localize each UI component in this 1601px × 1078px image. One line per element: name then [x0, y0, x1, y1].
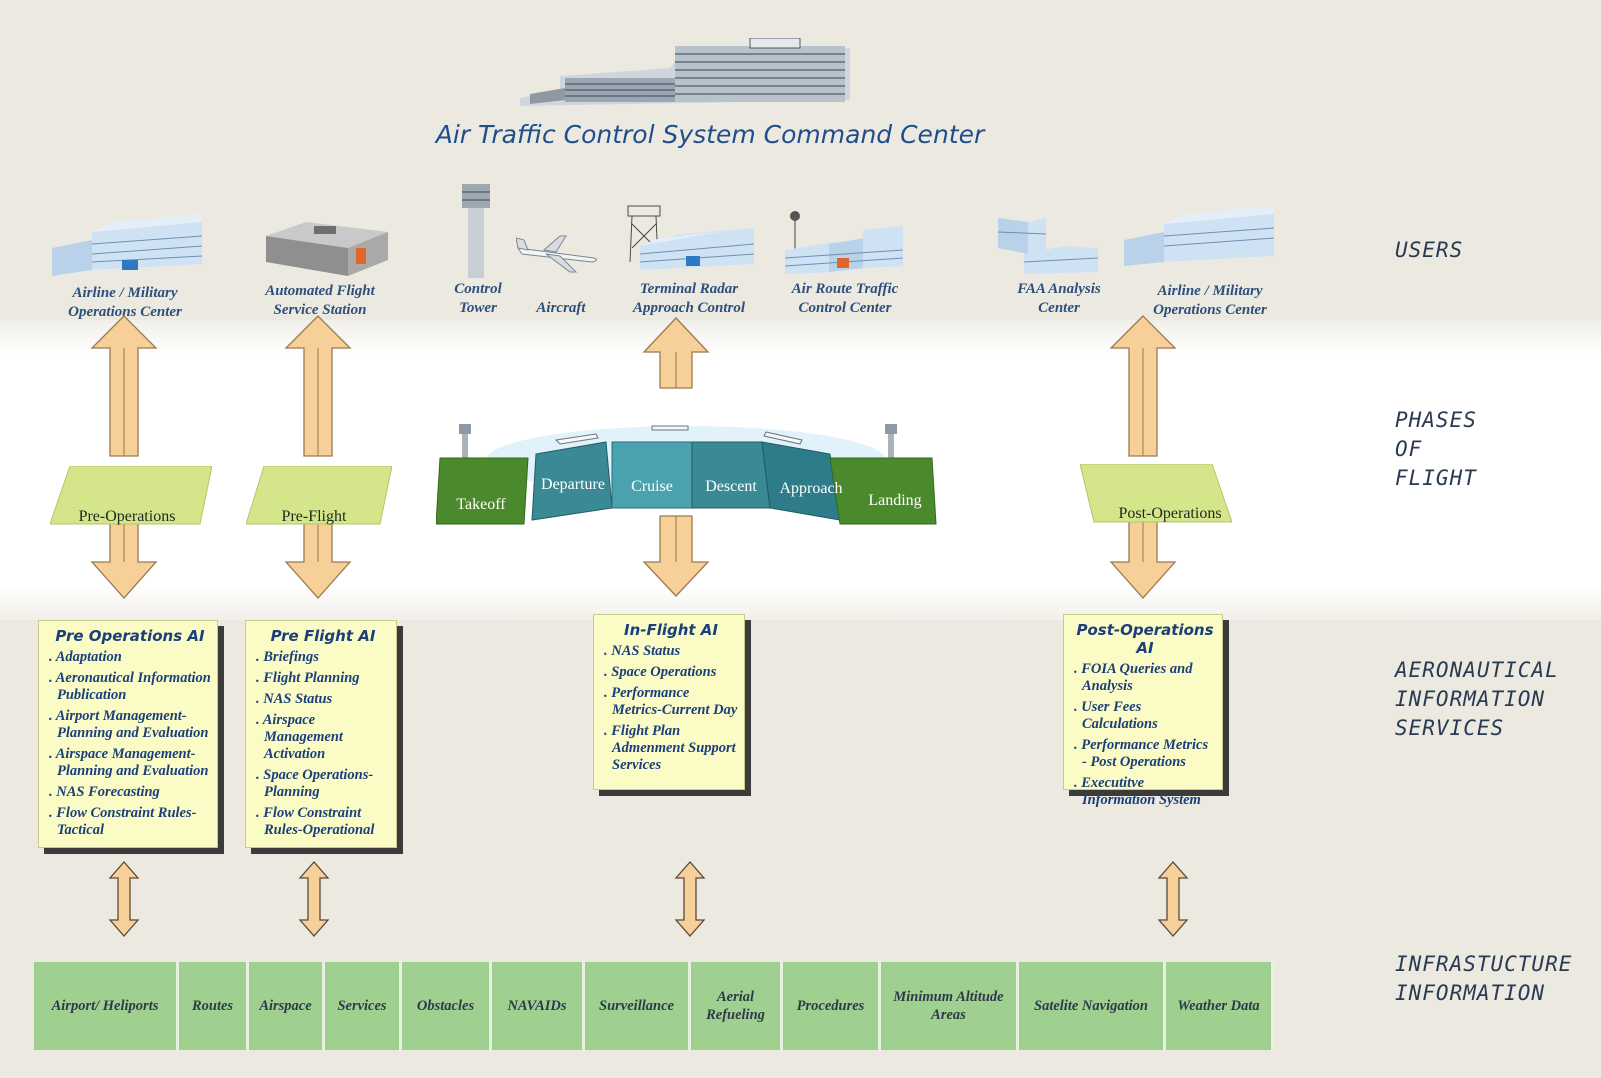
in-flight-down-arrow	[642, 515, 710, 597]
pre-operations-platform	[50, 466, 212, 525]
user-label-flight-service: Automated Flight Service Station	[265, 283, 375, 318]
post-ops-up-arrow	[1109, 315, 1177, 457]
aircraft-icon	[516, 235, 598, 273]
in-flight-ai-title: In-Flight AI	[623, 621, 718, 639]
phase-departure: Departure	[541, 476, 605, 493]
infra-cell: Routes	[179, 962, 249, 1050]
list-item: Performance Metrics - Post Operations	[1074, 737, 1216, 771]
infra-cell: Airspace	[249, 962, 325, 1050]
phase-approach: Approach	[779, 480, 843, 497]
post-operations-ai-list: FOIA Queries and Analysis User Fees Calc…	[1074, 661, 1216, 809]
list-item: Adaptation	[49, 649, 211, 666]
in-flight-infra-arrow	[674, 861, 706, 937]
list-item: NAS Status	[604, 643, 738, 660]
pre-flight-down-arrow	[284, 519, 352, 599]
faa-analysis-center-icon	[998, 218, 1099, 274]
post-operations-platform	[1080, 464, 1232, 523]
phase-landing: Landing	[868, 492, 922, 509]
phase-cruise: Cruise	[631, 478, 673, 495]
list-item: Performance Metrics-Current Day	[604, 685, 738, 719]
pre-flight-ai-title: Pre Flight AI	[270, 627, 376, 645]
tracon-up-arrow	[642, 317, 710, 389]
post-ops-infra-arrow	[1157, 861, 1189, 937]
list-item: NAS Forecasting	[49, 784, 211, 801]
list-item: Executitve Information System	[1074, 775, 1216, 809]
pre-flight-platform	[246, 466, 392, 525]
post-operations-ai-box: Post-Operations AI FOIA Queries and Anal…	[1063, 614, 1223, 808]
infra-cell: Procedures	[783, 962, 881, 1050]
user-label-tracon: Terminal Radar Approach Control	[632, 281, 746, 316]
post-operations-ai-title: Post-Operations AI	[1076, 621, 1214, 657]
in-flight-ai-list: NAS Status Space Operations Performance …	[604, 643, 738, 774]
infra-cell: Surveillance	[585, 962, 691, 1050]
user-label-airline-ops-1: Airline / Military Operations Center	[68, 285, 182, 320]
airline-ops-center-building-icon-2	[1124, 206, 1274, 266]
pre-ops-up-arrow	[90, 315, 158, 457]
pre-flight-ai-box: Pre Flight AI Briefings Flight Planning …	[245, 620, 397, 848]
pre-flight-label: Pre-Flight	[281, 508, 347, 525]
list-item: Flow Constraint Rules-Tactical	[49, 805, 211, 839]
pre-operations-ai-title: Pre Operations AI	[55, 627, 205, 645]
airline-ops-center-building-icon	[52, 214, 202, 276]
command-center-building-icon	[520, 38, 850, 106]
list-item: Flight Planning	[256, 670, 390, 687]
infra-cell: Minimum Altitude Areas	[881, 962, 1019, 1050]
phases-section-label: PHASES OF FLIGHT	[1395, 408, 1477, 490]
control-tower-icon	[462, 184, 490, 278]
flight-phases-strip	[436, 424, 937, 525]
pre-operations-label: Pre-Operations	[78, 508, 176, 525]
user-label-artcc: Air Route Traffic Control Center	[791, 281, 899, 316]
phase-takeoff: Takeoff	[456, 496, 506, 513]
pre-flight-up-arrow	[284, 315, 352, 457]
infra-cell: Satelite Navigation	[1019, 962, 1166, 1050]
list-item: Briefings	[256, 649, 390, 666]
list-item: Airport Management-Planning and Evaluati…	[49, 708, 211, 742]
flight-service-station-icon	[266, 222, 388, 276]
users-section-label: USERS	[1395, 238, 1464, 262]
list-item: Flight Plan Admenment Support Services	[604, 723, 738, 774]
infra-cell: Obstacles	[402, 962, 492, 1050]
tracon-building-icon	[627, 205, 754, 270]
list-item: Airspace Management-Planning and Evaluat…	[49, 746, 211, 780]
infra-cell: Services	[325, 962, 402, 1050]
list-item: Flow Constraint Rules-Operational	[256, 805, 390, 839]
pre-flight-ai-list: Briefings Flight Planning NAS Status Air…	[256, 649, 390, 839]
pre-operations-ai-box: Pre Operations AI Adaptation Aeronautica…	[38, 620, 218, 848]
infrastructure-section-label: INFRASTUCTURE INFORMATION	[1395, 952, 1573, 1005]
list-item: Airspace Management Activation	[256, 712, 390, 763]
list-item: Space Operations-Planning	[256, 767, 390, 801]
list-item: Space Operations	[604, 664, 738, 681]
infra-cell: Airport/ Heliports	[34, 962, 179, 1050]
list-item: Aeronautical Information Publication	[49, 670, 211, 704]
user-label-faa-analysis: FAA Analysis Center	[1017, 281, 1101, 316]
in-flight-ai-box: In-Flight AI NAS Status Space Operations…	[593, 614, 745, 790]
list-item: FOIA Queries and Analysis	[1074, 661, 1216, 695]
list-item: NAS Status	[256, 691, 390, 708]
post-ops-down-arrow	[1109, 519, 1177, 599]
infra-cell: NAVAIDs	[492, 962, 585, 1050]
page-title: Air Traffic Control System Command Cente…	[435, 120, 985, 149]
user-label-airline-ops-2: Airline / Military Operations Center	[1153, 283, 1267, 318]
pre-operations-ai-list: Adaptation Aeronautical Information Publ…	[49, 649, 211, 839]
phase-descent: Descent	[705, 478, 757, 495]
user-label-control-tower: Control Tower	[454, 281, 502, 316]
pre-ops-down-arrow	[90, 519, 158, 599]
artcc-building-icon	[785, 211, 904, 274]
infrastructure-row: Airport/ Heliports Routes Airspace Servi…	[34, 962, 1274, 1050]
user-label-aircraft: Aircraft	[536, 300, 586, 316]
infra-cell: Weather Data	[1166, 962, 1274, 1050]
post-operations-label: Post-Operations	[1118, 505, 1222, 522]
list-item: User Fees Calculations	[1074, 699, 1216, 733]
pre-flight-infra-arrow	[298, 861, 330, 937]
ais-section-label: AERONAUTICAL INFORMATION SERVICES	[1395, 658, 1559, 740]
infra-cell: Aerial Refueling	[691, 962, 783, 1050]
pre-ops-infra-arrow	[108, 861, 140, 937]
